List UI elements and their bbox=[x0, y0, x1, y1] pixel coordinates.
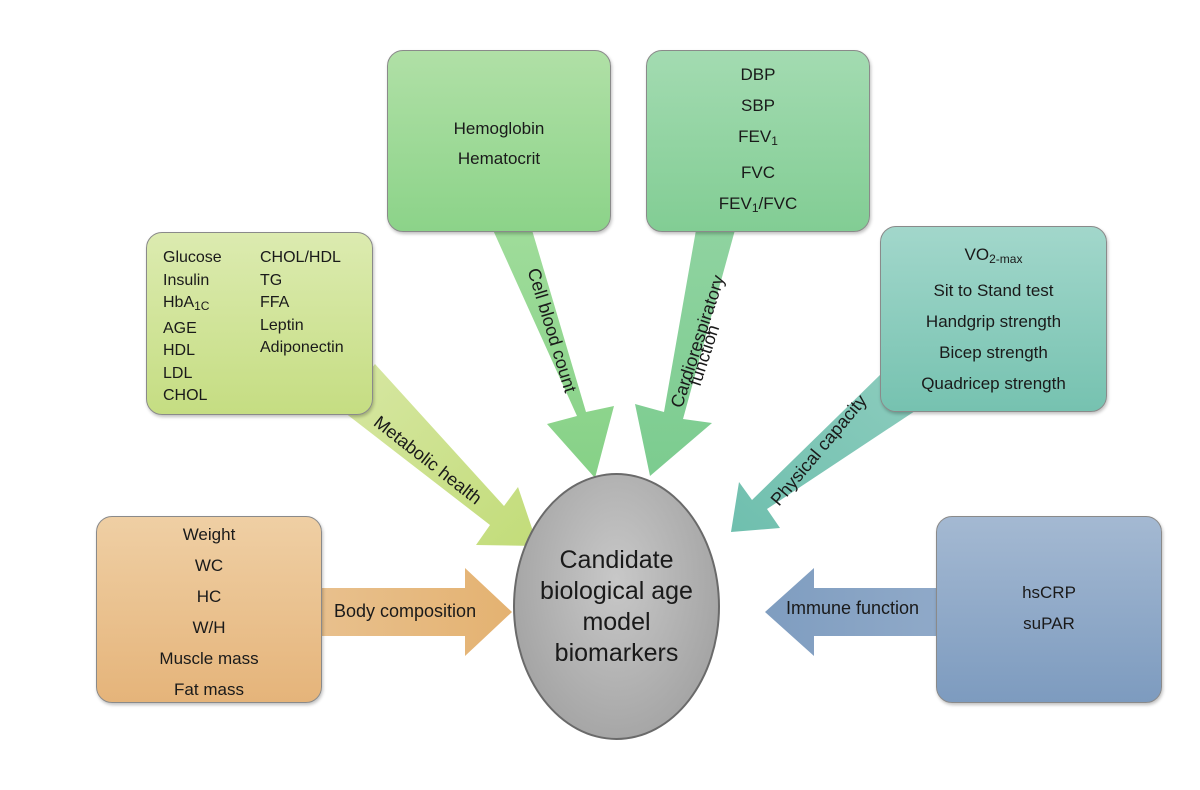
hba-subscript: 1C bbox=[194, 299, 210, 313]
hba-text: HbA bbox=[163, 294, 195, 311]
list-item: FVC bbox=[741, 163, 775, 182]
list-item: TG bbox=[260, 271, 283, 289]
arrow-label-body-composition: Body composition bbox=[334, 601, 477, 621]
list-item: WC bbox=[194, 556, 224, 575]
list-item: Hematocrit bbox=[457, 149, 541, 168]
cell-blood-count-list: Hemoglobin Hematocrit bbox=[388, 51, 610, 174]
arrow-body-composition bbox=[320, 568, 512, 656]
list-item: hsCRP bbox=[1022, 583, 1076, 602]
ratio-subscript: 1 bbox=[751, 201, 759, 215]
list-item: FEV1 bbox=[647, 121, 869, 157]
list-item: Bicep strength bbox=[939, 343, 1048, 362]
arrow-physical-capacity bbox=[731, 373, 915, 532]
metabolic-col-2: CHOL/HDL TG FFA Leptin Adiponectin bbox=[260, 247, 344, 360]
list-item: Glucose bbox=[163, 249, 222, 266]
box-body-composition: Weight WC HC W/H Muscle mass Fat mass bbox=[96, 516, 322, 703]
vo2-subscript: 2-max bbox=[989, 252, 1023, 266]
list-item: DBP bbox=[740, 65, 776, 84]
list-item: FEV1/FVC bbox=[647, 188, 869, 224]
list-item: Quadricep strength bbox=[921, 374, 1066, 393]
metabolic-col-1: Glucose Insulin HbA1C AGE HDL LDL CHOL bbox=[163, 247, 222, 408]
list-item: Sit to Stand test bbox=[933, 281, 1054, 300]
physical-list: VO2-max Sit to Stand test Handgrip stren… bbox=[881, 227, 1106, 399]
arrow-cardiorespiratory bbox=[635, 230, 735, 476]
list-item: LDL bbox=[163, 364, 193, 382]
list-item: Insulin bbox=[163, 271, 210, 289]
box-immune-function: hsCRP suPAR bbox=[936, 516, 1162, 703]
cardio-list: DBP SBP FEV1 FVC FEV1/FVC bbox=[647, 51, 869, 224]
list-item: CHOL bbox=[163, 387, 208, 404]
ratio-text-b: /FVC bbox=[758, 194, 798, 213]
center-node: Candidate biological age model biomarker… bbox=[513, 473, 720, 740]
list-item: SBP bbox=[740, 96, 776, 115]
box-cell-blood-count: Hemoglobin Hematocrit bbox=[387, 50, 611, 232]
list-item: VO2-max bbox=[881, 239, 1106, 275]
box-physical-capacity: VO2-max Sit to Stand test Handgrip stren… bbox=[880, 226, 1107, 412]
ratio-text-a: FEV bbox=[718, 194, 752, 213]
list-item: AGE bbox=[163, 319, 197, 337]
list-item: HC bbox=[196, 587, 222, 606]
list-item: FFA bbox=[260, 294, 290, 311]
list-item: Hemoglobin bbox=[453, 119, 545, 138]
list-item: Fat mass bbox=[174, 680, 244, 699]
box-metabolic-health: Glucose Insulin HbA1C AGE HDL LDL CHOL C… bbox=[146, 232, 373, 415]
center-node-label: Candidate biological age model biomarker… bbox=[540, 545, 693, 667]
list-item: Weight bbox=[182, 525, 236, 544]
arrow-immune-function bbox=[765, 568, 936, 656]
arrow-metabolic-health bbox=[340, 364, 538, 546]
vo2-text: VO bbox=[964, 245, 990, 264]
list-item: Muscle mass bbox=[159, 649, 259, 668]
list-item: suPAR bbox=[1023, 614, 1075, 633]
list-item: HDL bbox=[163, 342, 196, 359]
list-item: Handgrip strength bbox=[925, 312, 1062, 331]
arrow-cell-blood-count bbox=[493, 230, 614, 478]
immune-list: hsCRP suPAR bbox=[937, 517, 1161, 639]
arrow-label-immune-function: Immune function bbox=[786, 598, 920, 618]
fev-subscript: 1 bbox=[771, 134, 778, 148]
fev-text: FEV bbox=[738, 127, 772, 146]
body-composition-list: Weight WC HC W/H Muscle mass Fat mass bbox=[97, 517, 321, 705]
list-item: Leptin bbox=[260, 316, 304, 334]
list-item: HbA1C bbox=[163, 292, 222, 318]
box-cardiorespiratory: DBP SBP FEV1 FVC FEV1/FVC bbox=[646, 50, 870, 232]
list-item: CHOL/HDL bbox=[260, 249, 341, 266]
list-item: W/H bbox=[192, 618, 226, 637]
list-item: Adiponectin bbox=[260, 339, 344, 356]
